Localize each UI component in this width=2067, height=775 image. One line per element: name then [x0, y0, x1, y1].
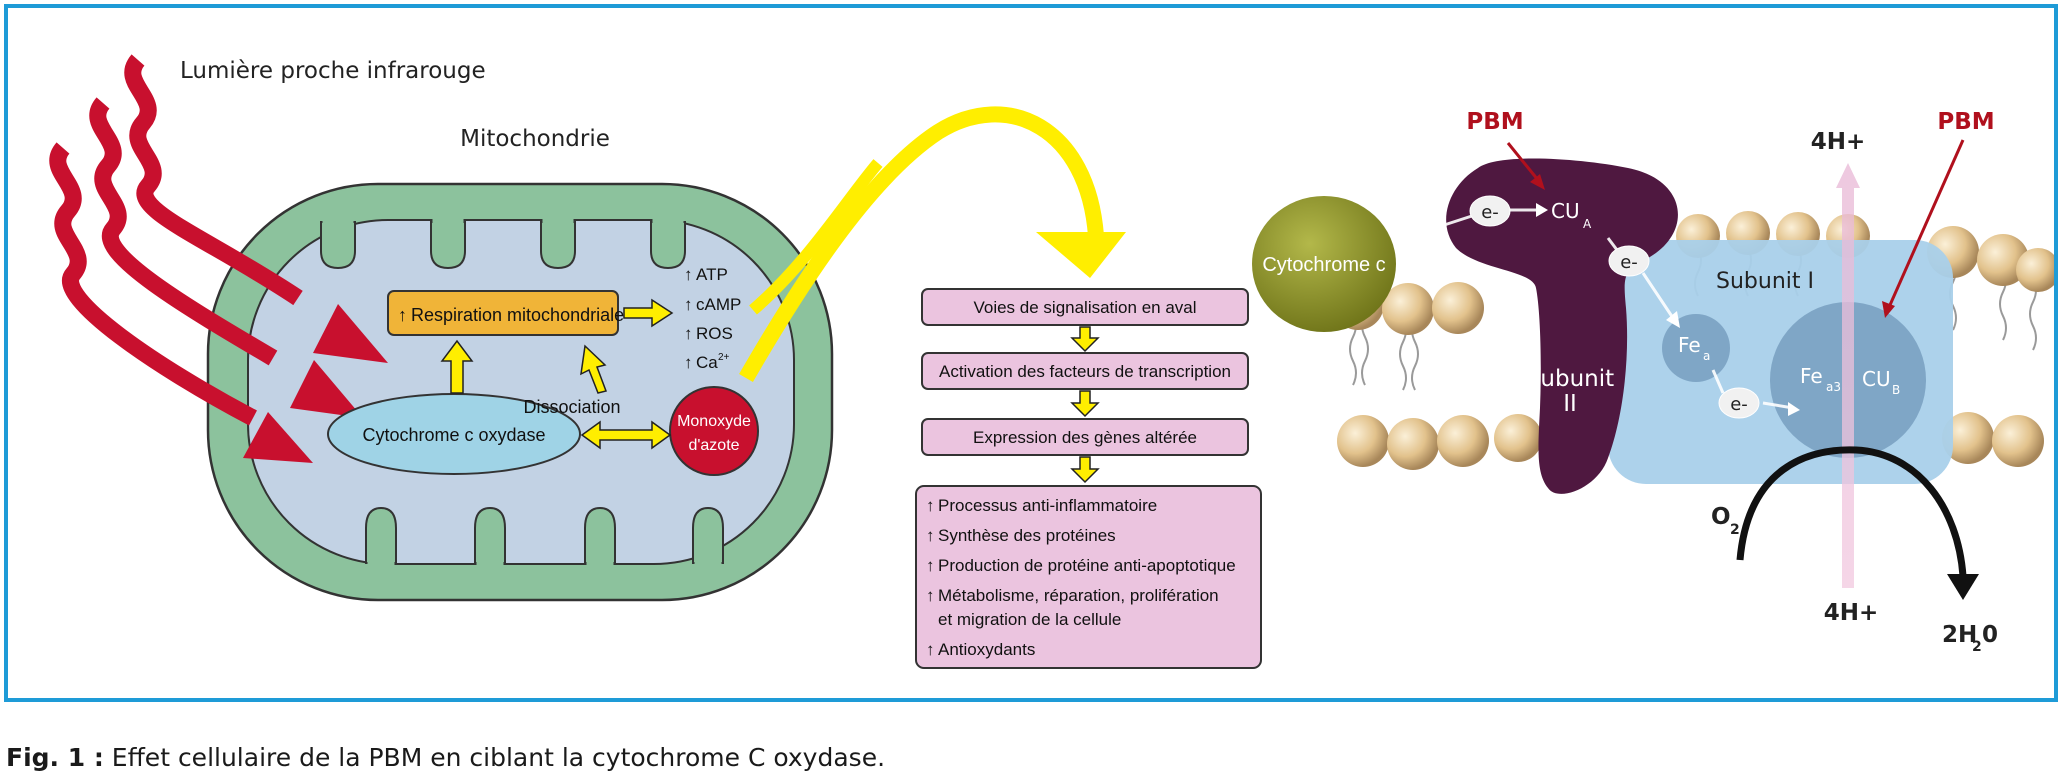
- cu-a-label: CU: [1551, 199, 1580, 223]
- cu-b-label: CU: [1862, 367, 1891, 391]
- cytochrome-c-label: Cytochrome c: [1262, 254, 1385, 276]
- figure-frame: Mitochondrie Lumière proche infrarouge ↑…: [4, 4, 2058, 702]
- figure-caption: Fig. 1 : Effet cellulaire de la PBM en c…: [6, 743, 885, 772]
- caption-text: Effet cellulaire de la PBM en ciblant la…: [103, 743, 886, 772]
- big-yellow-arrow: [739, 106, 1126, 383]
- caption-label: Fig. 1 :: [6, 743, 104, 772]
- increase-ros: ROS: [696, 324, 733, 343]
- respiration-box: [387, 290, 619, 336]
- effect-4: Métabolisme, réparation, prolifération: [938, 586, 1219, 605]
- effect-3: Production de protéine anti-apoptotique: [938, 556, 1236, 575]
- svg-text:↑: ↑: [926, 496, 935, 515]
- pbm-right-label: PBM: [1937, 109, 1994, 135]
- ca-superscript: 2+: [718, 352, 730, 363]
- effect-1: Processus anti-inflammatoire: [938, 496, 1157, 515]
- flow-step-2: Activation des facteurs de transcription: [939, 362, 1231, 381]
- o2-label: O: [1711, 504, 1731, 530]
- electron-3: e-: [1730, 394, 1748, 415]
- svg-text:↑: ↑: [926, 640, 935, 659]
- increase-camp: cAMP: [696, 295, 741, 314]
- o2-water-arrowhead: [1947, 574, 1979, 600]
- proton-beam: [1836, 163, 1860, 588]
- o2-sub: 2: [1730, 522, 1740, 538]
- fe-a-label: Fe: [1678, 333, 1701, 357]
- subunit-1-label: Subunit I: [1716, 269, 1814, 294]
- fe-a3-sub: a3: [1826, 380, 1841, 394]
- no-label-2: d'azote: [688, 437, 739, 454]
- electron-2: e-: [1620, 252, 1638, 273]
- cco-label: Cytochrome c oxydase: [362, 425, 545, 445]
- fe-a-sub: a: [1703, 349, 1710, 363]
- subunit-2-label-1: Subunit: [1526, 366, 1614, 392]
- water-sub: 2: [1972, 639, 1982, 655]
- electrons: e- e- e-: [1469, 195, 1760, 419]
- svg-text:↑: ↑: [926, 556, 935, 575]
- cu-a-sub: A: [1583, 217, 1592, 231]
- svg-text:↑: ↑: [684, 295, 693, 314]
- flow-chart: Voies de signalisation en aval Activatio…: [915, 288, 1262, 669]
- flow-step-1: Voies de signalisation en aval: [973, 298, 1196, 317]
- svg-text:↑: ↑: [684, 353, 693, 372]
- nir-label: Lumière proche infrarouge: [180, 58, 486, 84]
- inner-yellow-arrows: [440, 298, 674, 450]
- pbm-diagram: Mitochondrie Lumière proche infrarouge ↑…: [49, 54, 2054, 669]
- effect-5: Antioxydants: [938, 640, 1035, 659]
- svg-text:↑: ↑: [926, 586, 935, 605]
- respiration-up-arrow: ↑: [398, 305, 407, 325]
- effects-box: [915, 485, 1262, 669]
- svg-text:↑: ↑: [926, 526, 935, 545]
- pbm-arrows: [1506, 139, 1965, 318]
- subunit-2-label-2: II: [1563, 391, 1577, 417]
- respiration-label: Respiration mitochondriale: [411, 305, 624, 325]
- increase-atp: ATP: [696, 265, 728, 284]
- increase-ca: Ca: [696, 353, 718, 372]
- cco-ellipse: [327, 393, 581, 475]
- water-label: 2H: [1942, 622, 1977, 648]
- mitochondrie-label: Mitochondrie: [460, 126, 610, 152]
- fe-a-site: [1662, 314, 1730, 382]
- svg-text:↑: ↑: [684, 324, 693, 343]
- effect-2: Synthèse des protéines: [938, 526, 1116, 545]
- water-label-end: 0: [1982, 622, 1998, 648]
- proton-bottom-label: 4H+: [1824, 600, 1879, 626]
- electron-arrowheads: [1536, 203, 1800, 416]
- nitric-oxide-circle: [669, 386, 759, 476]
- increases-list: ↑ ATP ↑ cAMP ↑ ROS ↑ Ca 2+: [684, 265, 741, 372]
- nir-arrowheads: [243, 304, 388, 463]
- dissociation-label: Dissociation: [523, 397, 620, 417]
- cu-b-sub: B: [1892, 383, 1900, 397]
- svg-text:↑: ↑: [684, 265, 693, 284]
- fe-a3-label: Fe: [1800, 364, 1823, 388]
- nir-light-waves: [49, 54, 303, 426]
- subunit-2: [1446, 158, 1678, 494]
- no-label-1: Monoxyde: [677, 413, 751, 430]
- electron-1: e-: [1481, 202, 1499, 223]
- o2-water-arrow: [1736, 446, 1967, 577]
- pbm-left-label: PBM: [1466, 109, 1523, 135]
- cytochrome-c: [1252, 196, 1396, 332]
- proton-top-label: 4H+: [1811, 129, 1866, 155]
- flow-step-3: Expression des gènes altérée: [973, 428, 1197, 447]
- effect-4-continuation: et migration de la cellule: [938, 610, 1121, 629]
